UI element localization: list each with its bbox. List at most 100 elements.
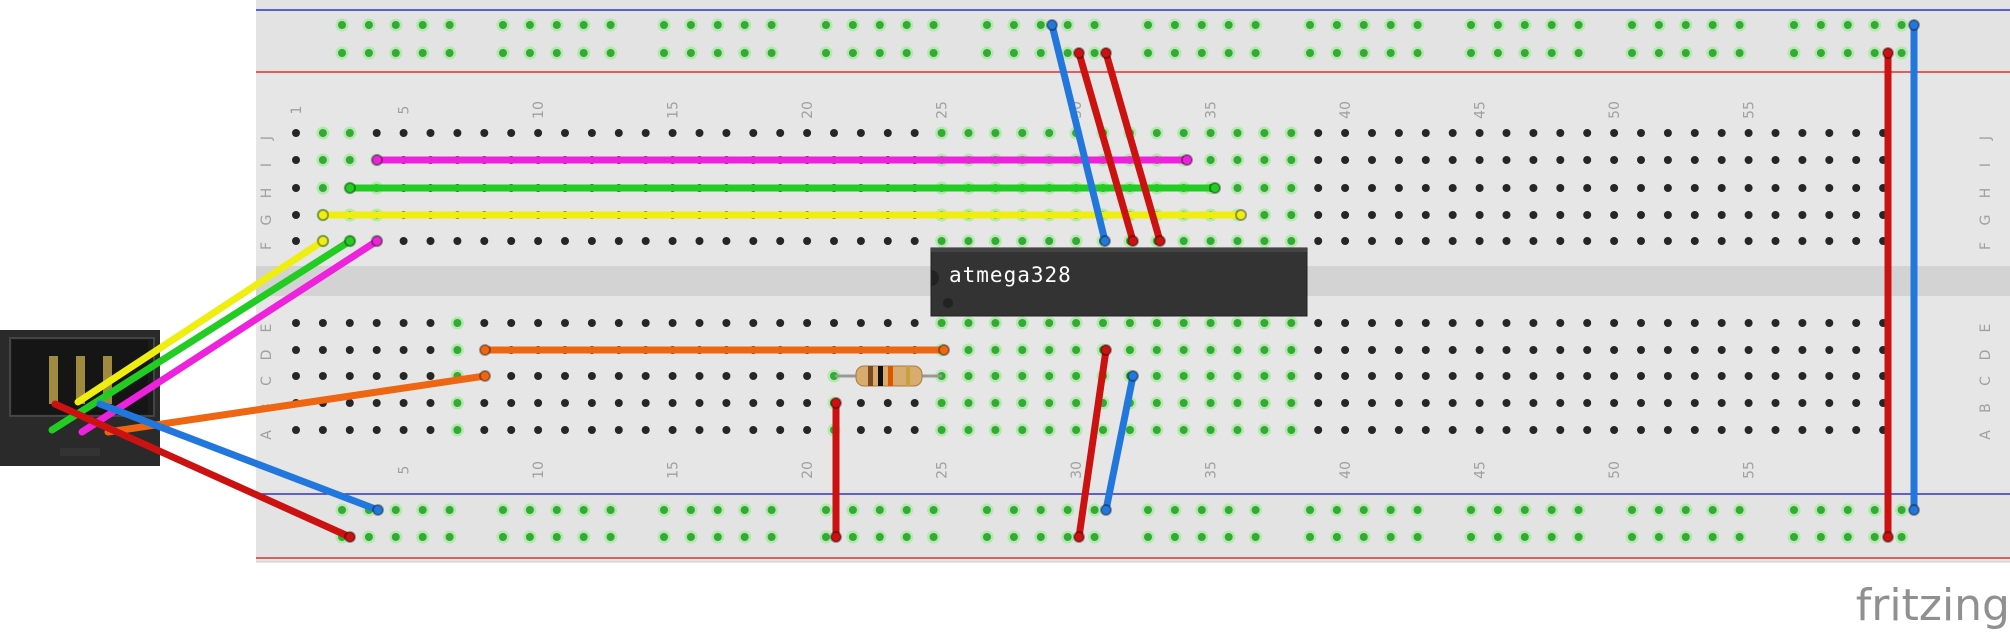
breadboard-hole[interactable] (614, 319, 623, 327)
breadboard-hole[interactable] (1663, 426, 1672, 434)
blue-wire-to-header[interactable] (96, 400, 382, 514)
rail-hole[interactable] (713, 533, 722, 541)
rail-hole[interactable] (1681, 506, 1690, 514)
rail-hole[interactable] (1897, 533, 1906, 541)
rail-hole[interactable] (902, 506, 911, 514)
rail-hole[interactable] (1413, 21, 1422, 29)
breadboard-hole[interactable] (292, 129, 300, 137)
breadboard-hole[interactable] (668, 399, 677, 407)
breadboard-hole[interactable] (1798, 184, 1807, 192)
breadboard-hole[interactable] (641, 426, 650, 434)
rail-hole[interactable] (1170, 49, 1179, 57)
breadboard-hole[interactable] (507, 319, 516, 327)
breadboard-hole[interactable] (830, 372, 838, 380)
breadboard-hole[interactable] (1233, 399, 1242, 407)
breadboard-hole[interactable] (345, 372, 354, 380)
breadboard-hole[interactable] (1717, 237, 1726, 245)
rail-hole[interactable] (929, 506, 938, 514)
breadboard-hole[interactable] (1394, 237, 1403, 245)
breadboard-hole[interactable] (1341, 399, 1350, 407)
rail-hole[interactable] (1493, 49, 1502, 57)
breadboard-hole[interactable] (1179, 426, 1188, 434)
rail-hole[interactable] (822, 533, 830, 541)
rail-hole[interactable] (660, 49, 668, 57)
breadboard-hole[interactable] (776, 399, 785, 407)
breadboard-hole[interactable] (1744, 184, 1753, 192)
rail-hole[interactable] (1628, 506, 1636, 514)
rail-hole[interactable] (391, 49, 400, 57)
breadboard-hole[interactable] (1475, 211, 1484, 219)
breadboard-hole[interactable] (1099, 426, 1107, 434)
breadboard-hole[interactable] (1771, 426, 1780, 434)
breadboard-hole[interactable] (1475, 184, 1484, 192)
breadboard-hole[interactable] (1771, 211, 1780, 219)
rail-hole[interactable] (418, 533, 427, 541)
rail-hole[interactable] (686, 49, 695, 57)
breadboard-hole[interactable] (1825, 399, 1834, 407)
breadboard-hole[interactable] (1421, 156, 1430, 164)
breadboard-hole[interactable] (1260, 211, 1269, 219)
breadboard-hole[interactable] (1798, 319, 1807, 327)
breadboard-hole[interactable] (1529, 237, 1538, 245)
rail-hole[interactable] (740, 21, 749, 29)
breadboard-hole[interactable] (1368, 129, 1376, 137)
breadboard-hole[interactable] (1394, 319, 1403, 327)
breadboard-hole[interactable] (1690, 399, 1699, 407)
breadboard-hole[interactable] (372, 346, 381, 354)
breadboard-hole[interactable] (722, 372, 731, 380)
breadboard-hole[interactable] (1529, 372, 1538, 380)
breadboard-hole[interactable] (695, 319, 704, 327)
breadboard-hole[interactable] (426, 372, 435, 380)
breadboard-hole[interactable] (1717, 156, 1726, 164)
rail-hole[interactable] (1063, 533, 1072, 541)
breadboard-hole[interactable] (1771, 372, 1780, 380)
rail-hole[interactable] (1197, 21, 1206, 29)
rail-hole[interactable] (391, 21, 400, 29)
breadboard-hole[interactable] (695, 372, 704, 380)
red-wire-chip-top-1[interactable] (1075, 49, 1137, 245)
rail-hole[interactable] (902, 21, 911, 29)
wire-end[interactable] (479, 344, 491, 356)
breadboard-hole[interactable] (1771, 319, 1780, 327)
breadboard-hole[interactable] (937, 319, 946, 327)
rail-hole[interactable] (1843, 506, 1852, 514)
breadboard-hole[interactable] (1368, 319, 1376, 327)
rail-hole[interactable] (1708, 533, 1717, 541)
rail-hole[interactable] (1090, 49, 1099, 57)
breadboard-hole[interactable] (1825, 319, 1834, 327)
breadboard-hole[interactable] (1771, 184, 1780, 192)
breadboard-hole[interactable] (1125, 346, 1134, 354)
breadboard-hole[interactable] (1125, 426, 1134, 434)
rail-hole[interactable] (1036, 49, 1045, 57)
resistor[interactable] (835, 365, 942, 387)
breadboard-hole[interactable] (614, 399, 623, 407)
wire-end[interactable] (1908, 19, 1920, 31)
rail-hole[interactable] (1009, 21, 1018, 29)
breadboard-hole[interactable] (991, 129, 1000, 137)
breadboard-hole[interactable] (803, 426, 812, 434)
rail-hole[interactable] (1654, 533, 1663, 541)
breadboard-hole[interactable] (1690, 346, 1699, 354)
breadboard-hole[interactable] (372, 129, 381, 137)
breadboard-hole[interactable] (1529, 129, 1538, 137)
rail-hole[interactable] (1332, 506, 1341, 514)
breadboard-hole[interactable] (937, 129, 946, 137)
rail-hole[interactable] (525, 49, 534, 57)
breadboard-hole[interactable] (749, 372, 758, 380)
wire-end[interactable] (1127, 235, 1139, 247)
rail-hole[interactable] (499, 49, 507, 57)
breadboard-hole[interactable] (1825, 372, 1834, 380)
breadboard-hole[interactable] (1771, 399, 1780, 407)
rail-hole[interactable] (1735, 21, 1744, 29)
rail-hole[interactable] (983, 21, 991, 29)
breadboard-hole[interactable] (1502, 399, 1511, 407)
rail-hole[interactable] (525, 533, 534, 541)
rail-hole[interactable] (1224, 533, 1233, 541)
breadboard-hole[interactable] (1260, 372, 1269, 380)
breadboard-hole[interactable] (1690, 156, 1699, 164)
breadboard-hole[interactable] (1206, 346, 1215, 354)
breadboard-hole[interactable] (1179, 346, 1188, 354)
breadboard-hole[interactable] (1314, 129, 1323, 137)
breadboard-hole[interactable] (1771, 237, 1780, 245)
breadboard-hole[interactable] (1798, 346, 1807, 354)
